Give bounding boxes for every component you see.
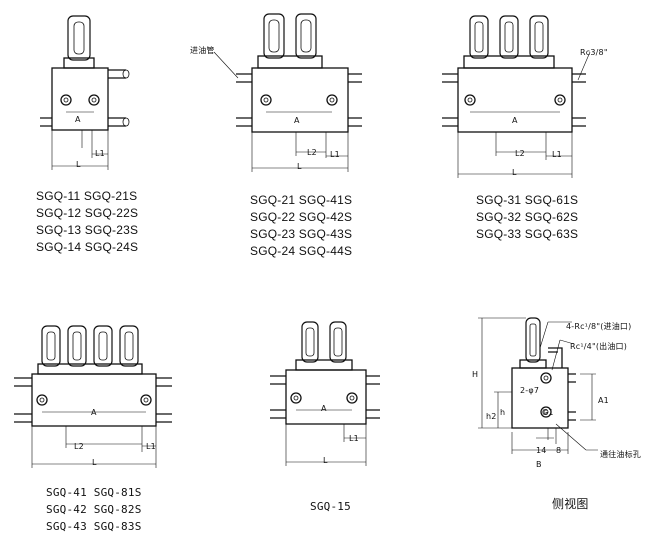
model-line: SGQ-24 SGQ-44S	[250, 244, 353, 258]
dim-l1-5: L1	[349, 434, 359, 443]
dim-l-3: L	[512, 168, 517, 177]
dim-l2-3: L2	[515, 149, 525, 158]
model-line: SGQ-12 SGQ-22S	[36, 206, 139, 220]
dim-l-2: L	[297, 162, 302, 171]
dim-h-small-6: h	[500, 408, 506, 417]
dim-a-2: A	[294, 116, 300, 125]
inlet-pipe-note: 进油管	[190, 46, 215, 55]
model-line: SGQ-23 SGQ-43S	[250, 227, 353, 241]
model-line: SGQ-13 SGQ-23S	[36, 223, 139, 237]
dim-l1-4: L1	[146, 442, 156, 451]
caption-group-5: SGQ-15	[310, 498, 351, 515]
dim-l2-2: L2	[307, 148, 317, 157]
model-line: SGQ-31 SGQ-61S	[476, 193, 579, 207]
model-line: SGQ-14 SGQ-24S	[36, 240, 139, 254]
dim-g1-6: G1	[542, 408, 554, 417]
thread-size-note: Rc3/8"	[580, 48, 608, 57]
model-line: SGQ-32 SGQ-62S	[476, 210, 579, 224]
dim-h2-6: h2	[486, 412, 497, 421]
inlet-port-note: 4-Rc¹/8"(进油口)	[566, 322, 632, 331]
dim-phi7-6: 2-φ7	[520, 386, 540, 395]
dim-a-1: A	[75, 115, 81, 124]
caption-group-3: SGQ-31 SGQ-61S SGQ-32 SGQ-62S SGQ-33 SGQ…	[476, 192, 578, 243]
view-side	[478, 317, 598, 454]
model-line: SGQ-15	[310, 500, 351, 513]
model-line: SGQ-11 SGQ-21S	[36, 189, 138, 203]
dim-8-6: 8	[556, 446, 562, 455]
model-line: SGQ-21 SGQ-41S	[250, 193, 353, 207]
model-line: SGQ-41 SGQ-81S	[46, 486, 142, 499]
caption-group-1: SGQ-11 SGQ-21S SGQ-12 SGQ-22S SGQ-13 SGQ…	[36, 188, 138, 256]
indicator-hole-note: 通往油标孔	[600, 450, 641, 459]
outlet-port-note: Rc¹/4"(出油口)	[570, 342, 628, 351]
caption-group-6: 侧视图	[552, 496, 589, 513]
dim-a-3: A	[512, 116, 518, 125]
dim-l-5: L	[323, 456, 328, 465]
view-sgq-41-block	[14, 325, 172, 468]
view-sgq-11-block	[40, 15, 130, 170]
dim-h-6: H	[472, 370, 479, 379]
dim-14-6: 14	[536, 446, 547, 455]
caption-group-2: SGQ-21 SGQ-41S SGQ-22 SGQ-42S SGQ-23 SGQ…	[250, 192, 352, 260]
caption-group-4: SGQ-41 SGQ-81S SGQ-42 SGQ-82S SGQ-43 SGQ…	[46, 484, 142, 535]
model-line: SGQ-22 SGQ-42S	[250, 210, 353, 224]
dim-b-6: B	[536, 460, 542, 469]
model-line: SGQ-33 SGQ-63S	[476, 227, 579, 241]
view-sgq-31-block	[442, 15, 591, 178]
dim-l-1: L	[76, 160, 81, 169]
model-line: SGQ-43 SGQ-83S	[46, 520, 142, 533]
view-sgq-21-block	[213, 13, 362, 172]
dim-l1-2: L1	[330, 150, 340, 159]
dim-l2-4: L2	[74, 442, 84, 451]
dim-l1-1: L1	[95, 149, 105, 158]
dim-l1-3: L1	[552, 150, 562, 159]
view-sgq-15-block	[270, 321, 380, 466]
model-line: SGQ-42 SGQ-82S	[46, 503, 142, 516]
dim-a-5: A	[321, 404, 327, 413]
dim-a1-6: A1	[598, 396, 609, 405]
dim-l-4: L	[92, 458, 97, 467]
dim-a-4: A	[91, 408, 97, 417]
side-view-title: 侧视图	[552, 497, 589, 511]
